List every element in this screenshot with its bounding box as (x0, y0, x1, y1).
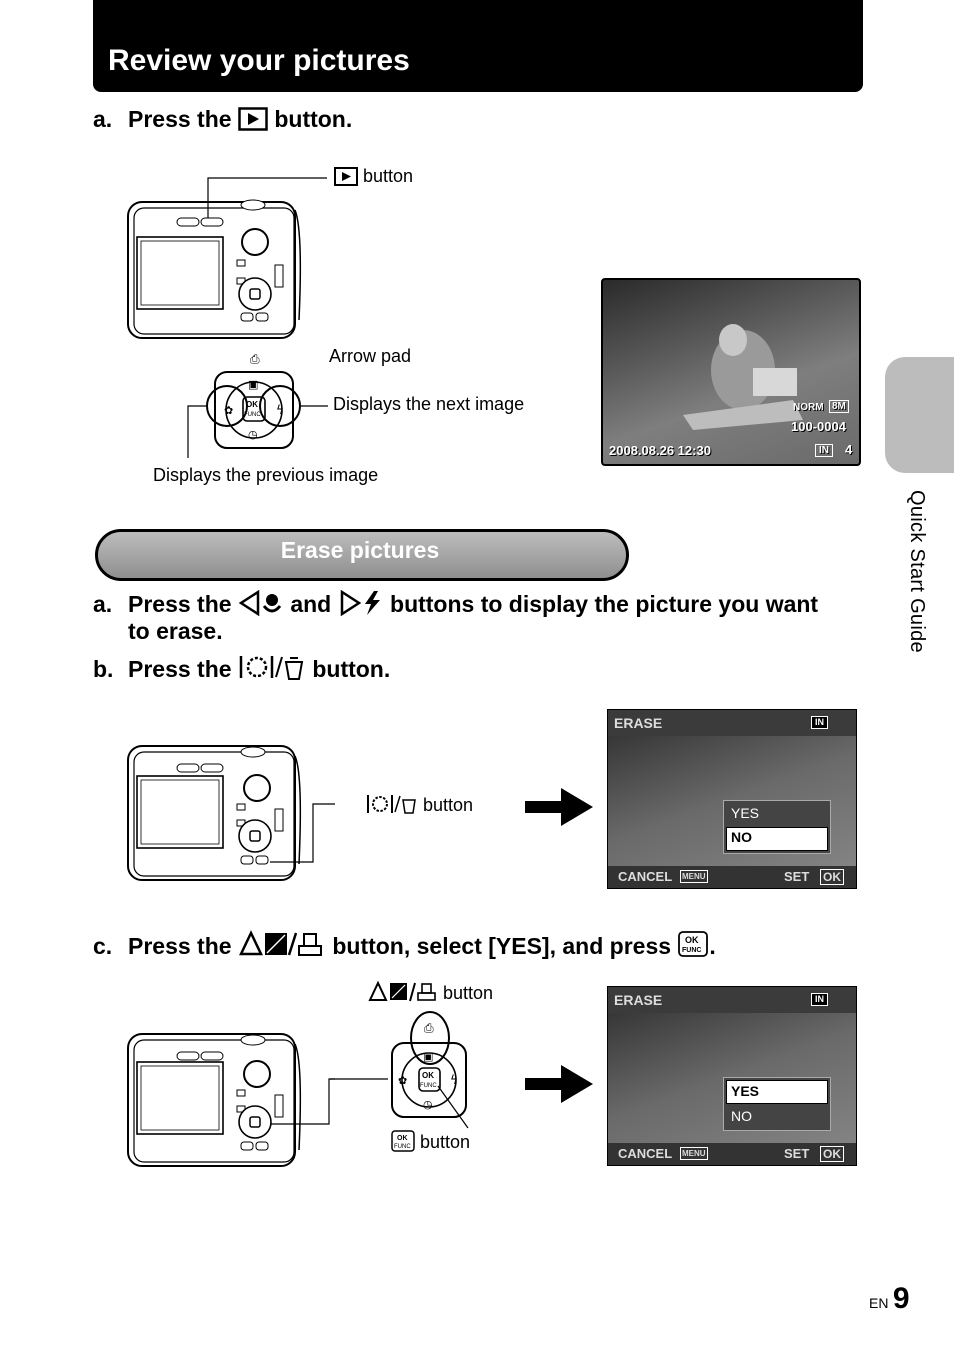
erase-menu: YES NO (723, 800, 831, 854)
menu-option-no[interactable]: NO (731, 1108, 752, 1124)
size-label: 8M (829, 400, 849, 413)
prev-image-callout: Displays the previous image (153, 465, 379, 485)
up-button-callout: button (368, 981, 493, 1004)
quality-label: NORM (793, 402, 824, 413)
arrow-pad-diagram-c: ⎙ OK FUNC ▣ ✿ ϟ ◷ (330, 1011, 469, 1129)
frame-count: 4 (845, 442, 853, 457)
menu-option-yes-selected[interactable]: YES (731, 1083, 760, 1099)
svg-text:▣: ▣ (248, 378, 258, 391)
image-stabilizer-erase-icon (239, 656, 304, 680)
play-button-icon (238, 107, 268, 131)
svg-text:FUNC: FUNC (394, 1144, 411, 1150)
memory-in-badge: IN (815, 444, 833, 457)
erase-button-callout: button (366, 793, 473, 816)
cancel-label: CANCEL (618, 1146, 673, 1161)
camera-illustration-1 (127, 199, 302, 339)
menu-highlight (726, 827, 828, 851)
erase-step-a: a.Press the and buttons to display the p… (93, 590, 819, 644)
up-exposure-print-icon (238, 930, 322, 956)
play-button-callout: button (334, 166, 413, 187)
ok-tag: OK (820, 869, 844, 885)
svg-text:OK: OK (246, 400, 258, 409)
memory-in-badge: IN (811, 716, 828, 729)
next-image-callout: Displays the next image (333, 394, 525, 414)
ok-func-icon: OK FUNC (678, 931, 709, 957)
erase-step-b: b.Press the button. (93, 653, 390, 683)
set-label: SET (784, 1146, 810, 1161)
svg-text:FUNC: FUNC (420, 1083, 437, 1089)
svg-text:ϟ: ϟ (276, 403, 284, 417)
svg-text:✿: ✿ (398, 1074, 407, 1087)
erase-title: ERASE (614, 715, 663, 731)
page-number: EN 9 (869, 1282, 910, 1316)
page-title: Review your pictures (108, 44, 410, 77)
erase-screen-no: ERASE IN YES NO CANCEL MENU SET OK (607, 709, 857, 889)
cancel-label: CANCEL (618, 869, 673, 884)
menu-highlight (726, 1080, 828, 1104)
erase-section-title: Erase pictures (280, 537, 440, 563)
erase-menu: YES NO (723, 1077, 831, 1131)
file-number: 100-0004 (791, 419, 846, 434)
left-macro-icon (238, 590, 282, 616)
ok-func-icon-small: OK FUNC (391, 1130, 415, 1152)
right-flash-icon (340, 590, 380, 616)
print-icon: ⎙ (250, 352, 260, 366)
arrow-right-1 (525, 788, 593, 826)
photo-woman-reading (683, 324, 803, 430)
erase-screen-yes: ERASE IN YES NO CANCEL MENU SET OK (607, 986, 857, 1166)
erase-section-pill (95, 529, 629, 581)
svg-text:◷: ◷ (423, 1098, 433, 1111)
camera-illustration-2 (127, 745, 335, 881)
svg-text:✿: ✿ (224, 404, 233, 417)
erase-title: ERASE (614, 992, 663, 1008)
svg-text:FUNC: FUNC (244, 412, 261, 418)
title-bar (93, 0, 863, 92)
memory-in-badge: IN (811, 993, 828, 1006)
svg-text:◷: ◷ (248, 428, 258, 441)
svg-text:FUNC: FUNC (682, 947, 701, 954)
erase-step-c: c.Press the button, select [YES], and pr… (93, 930, 716, 960)
language-code: EN (869, 1295, 889, 1311)
arrow-pad-diagram: ⎙ OK FUNC ▣ ✿ ϟ ◷ (187, 352, 328, 458)
side-tab (885, 357, 954, 473)
menu-tag: MENU (680, 870, 708, 883)
svg-text:ϟ: ϟ (450, 1073, 458, 1087)
menu-option-no-selected[interactable]: NO (731, 829, 752, 845)
svg-text:▣: ▣ (423, 1050, 433, 1063)
ok-tag: OK (820, 1146, 844, 1162)
svg-text:OK: OK (685, 935, 699, 945)
camera-illustration-3 (127, 1033, 335, 1167)
review-screen: NORM 8M 100-0004 2008.08.26 12:30 IN 4 (601, 278, 861, 466)
erase-icon-small (367, 795, 416, 814)
review-step-a: a.Press the button. (93, 106, 353, 132)
play-icon-small (334, 167, 358, 186)
svg-text:⎙: ⎙ (424, 1021, 434, 1035)
datetime: 2008.08.26 12:30 (609, 443, 711, 458)
svg-text:OK: OK (422, 1071, 434, 1080)
set-label: SET (784, 869, 810, 884)
arrow-right-2 (525, 1065, 593, 1103)
up-exposure-print-icon-small (368, 981, 436, 1002)
arrow-pad-callout: Arrow pad (329, 346, 412, 366)
leader-play (207, 177, 327, 218)
side-label: Quick Start Guide (906, 490, 928, 653)
menu-tag: MENU (680, 1147, 708, 1160)
menu-option-yes[interactable]: YES (731, 805, 760, 821)
page-number-value: 9 (892, 1282, 910, 1315)
svg-text:OK: OK (397, 1135, 408, 1142)
